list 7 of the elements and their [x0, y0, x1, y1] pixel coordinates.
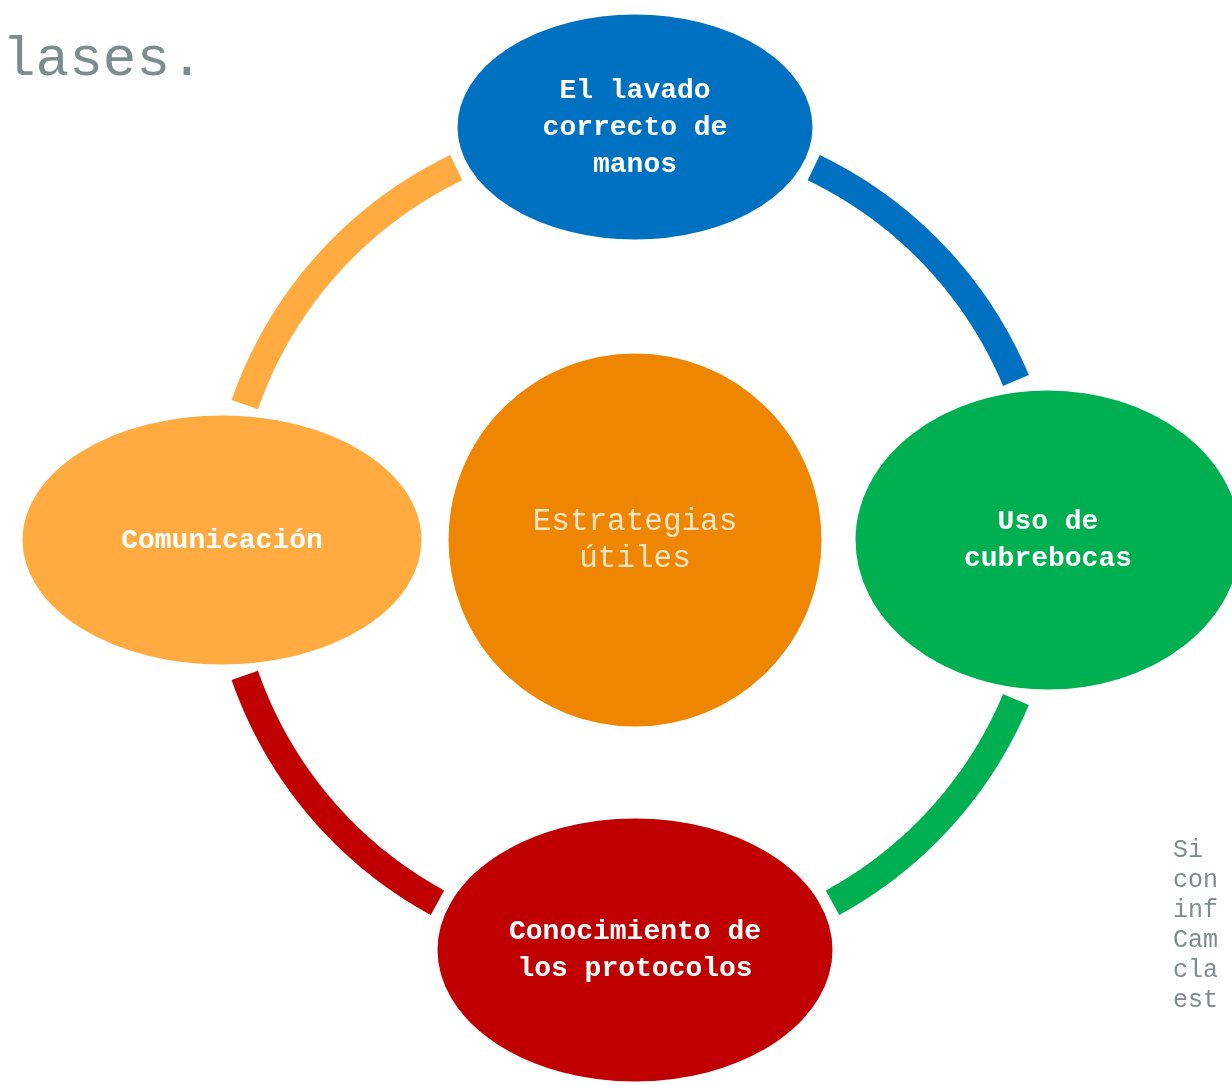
background-text: Si con inf Cam cla est	[1173, 836, 1219, 1016]
node-label: Conocimiento de los protocolos	[507, 915, 762, 986]
node-label: Estrategias útiles	[531, 503, 739, 577]
node-label: El lavado correcto de manos	[541, 73, 729, 182]
node-label: Comunicación	[120, 523, 324, 558]
node-label: Uso de cubrebocas	[963, 505, 1133, 576]
background-text: lases.	[2, 30, 205, 90]
